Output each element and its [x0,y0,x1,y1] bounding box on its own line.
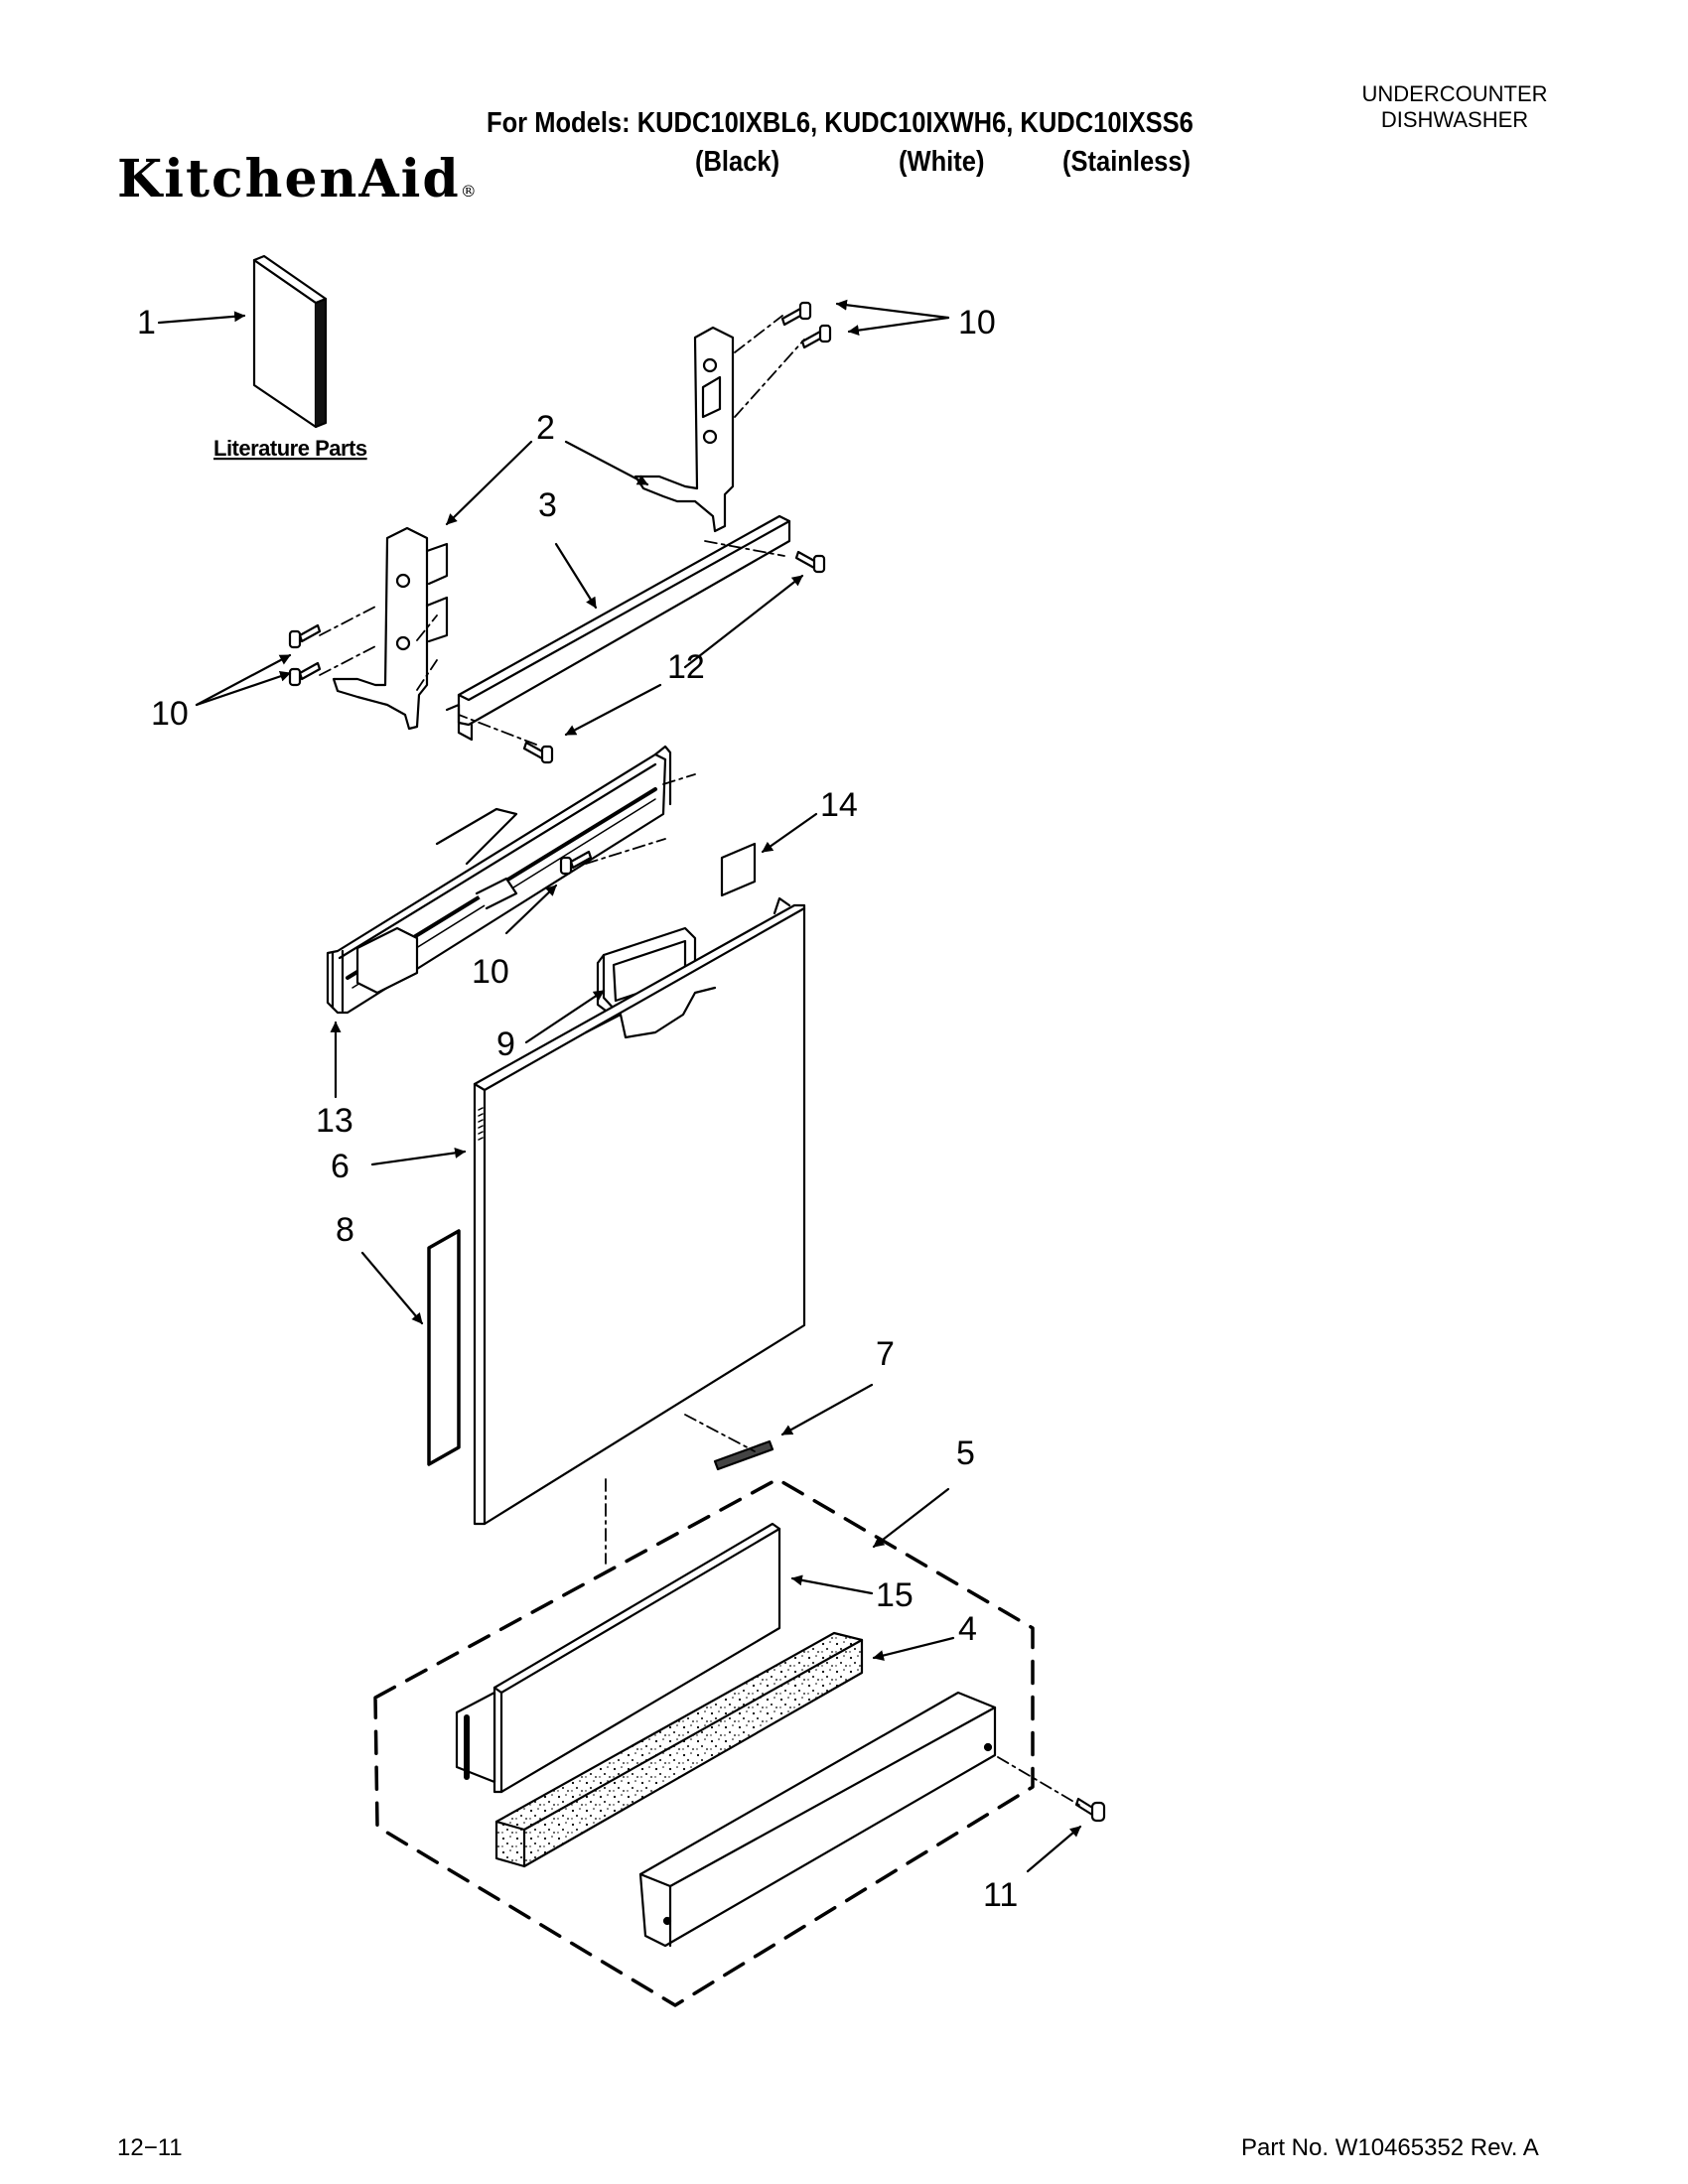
literature-booklet [252,254,328,429]
screws [288,301,1106,1823]
callout-3: 3 [538,486,557,524]
brand-name: KitchenAid [117,149,461,209]
toe-kick-kit-outline [373,1477,1035,2007]
callout-2: 2 [536,409,555,447]
mounting-rail [445,514,791,742]
callout-5: 5 [956,1434,975,1472]
right-mounting-bracket [633,326,735,533]
callout-numbers: 1 2 3 4 5 6 7 8 9 10 10 10 11 12 13 14 1… [137,304,1018,1914]
literature-label: Literature Parts [213,436,367,461]
callout-arrows [157,299,1082,1873]
callout-9: 9 [496,1025,515,1063]
toe-plate [638,1691,997,1948]
callout-1: 1 [137,304,156,341]
control-console [326,745,672,1015]
door-gasket [427,1229,461,1466]
color-stainless: (Stainless) [1062,146,1192,178]
footer-date: 12−11 [117,2134,183,2161]
callout-11: 11 [983,1876,1018,1914]
callout-12: 12 [667,648,705,686]
callout-10-top: 10 [958,304,996,341]
insulation-block [494,1631,864,1868]
brand-logo: KitchenAid® [117,149,477,209]
footer-part-number: Part No. W10465352 Rev. A [1241,2134,1539,2161]
callout-10-console: 10 [472,953,509,991]
door-panel [473,896,806,1526]
callout-15: 15 [876,1576,914,1614]
callout-14: 14 [820,786,858,824]
kickplate-panel [455,1522,781,1794]
callout-4: 4 [958,1610,977,1648]
screw-11 [1074,1797,1106,1823]
callout-8: 8 [336,1211,354,1249]
screw-10-left-a [288,623,322,649]
screw-10-left-b [288,661,322,687]
screw-10-upper-a [780,301,812,327]
alignment-lines [319,315,1083,1808]
callout-6: 6 [331,1148,350,1185]
small-pad [720,842,757,897]
category-line-2: DISHWASHER [1380,107,1529,132]
screw-12-right [794,550,826,574]
color-black: (Black) [695,146,780,178]
screw-10-upper-b [800,324,832,349]
screw-12-left [522,741,554,764]
models-line: For Models: KUDC10IXBL6, KUDC10IXWH6, KU… [487,107,1194,139]
color-white: (White) [899,146,985,178]
screw-10-console [559,850,593,876]
nameplate [713,1439,774,1471]
callout-10-left: 10 [151,695,189,733]
callout-7: 7 [876,1335,895,1373]
category-line-1: UNDERCOUNTER [1361,81,1548,106]
brand-mark: ® [460,182,477,201]
left-mounting-bracket [332,526,449,731]
callout-13: 13 [316,1102,353,1140]
